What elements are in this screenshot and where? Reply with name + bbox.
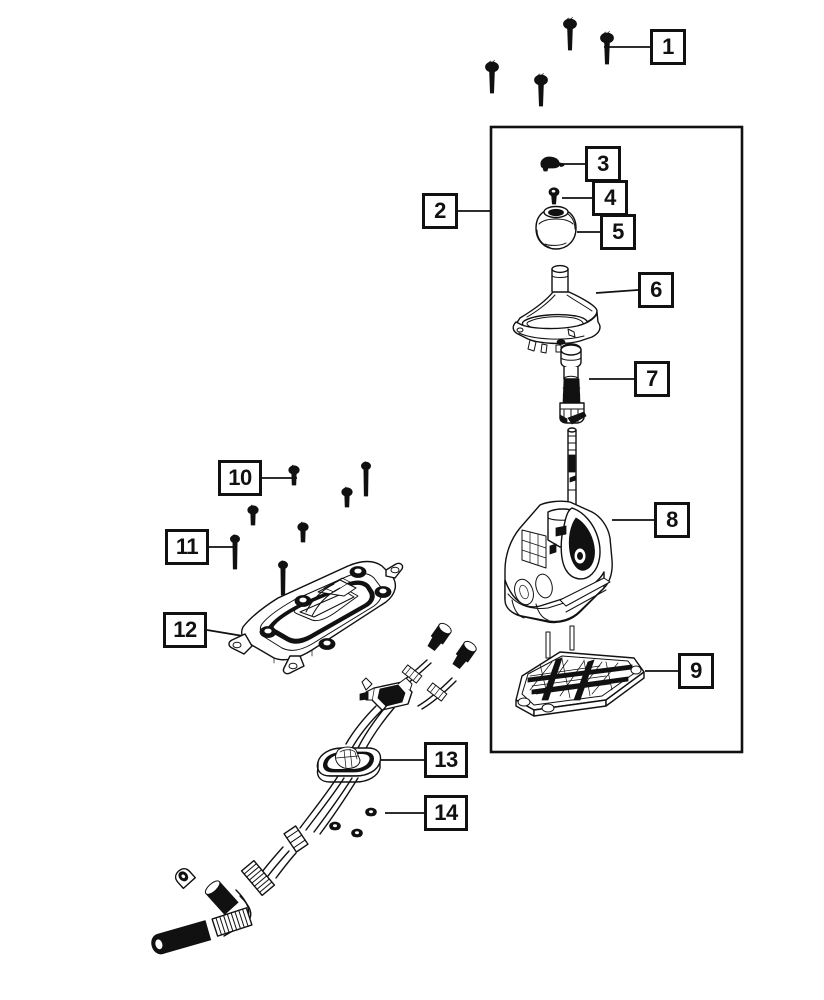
callout-11[interactable]: 11 — [165, 529, 209, 565]
part-base-plate-item9 — [515, 625, 645, 717]
part-lever-bushing-item7 — [559, 343, 587, 425]
group-frame-item2 — [489, 125, 744, 754]
callout-1[interactable]: 1 — [650, 29, 686, 65]
part-shift-boot-item6 — [512, 264, 601, 354]
part-mounting-bracket-item12 — [228, 560, 404, 675]
callout-14[interactable]: 14 — [424, 795, 468, 831]
callout-2[interactable]: 2 — [422, 193, 458, 229]
part-studs-item10 — [247, 464, 353, 543]
part-cable-assembly — [151, 622, 477, 955]
part-shifter-housing-item8 — [504, 500, 613, 624]
callout-12[interactable]: 12 — [163, 612, 207, 648]
part-nuts-item14 — [329, 807, 377, 838]
part-shift-knob-item5 — [535, 205, 577, 250]
callout-5[interactable]: 5 — [600, 214, 636, 250]
leader-lines — [206, 46, 678, 814]
callout-9[interactable]: 9 — [678, 653, 714, 689]
callout-6[interactable]: 6 — [638, 272, 674, 308]
part-knob-clip-item3 — [540, 156, 565, 172]
part-knob-pin-item4 — [548, 187, 560, 205]
part-screws-item1 — [485, 17, 614, 107]
part-shift-rod — [567, 427, 577, 507]
callout-13[interactable]: 13 — [424, 742, 468, 778]
part-grommet-plate-item13 — [316, 746, 382, 783]
callout-10[interactable]: 10 — [218, 460, 262, 496]
callout-3[interactable]: 3 — [585, 146, 621, 182]
callout-7[interactable]: 7 — [634, 361, 670, 397]
callout-8[interactable]: 8 — [654, 502, 690, 538]
callout-4[interactable]: 4 — [592, 180, 628, 216]
